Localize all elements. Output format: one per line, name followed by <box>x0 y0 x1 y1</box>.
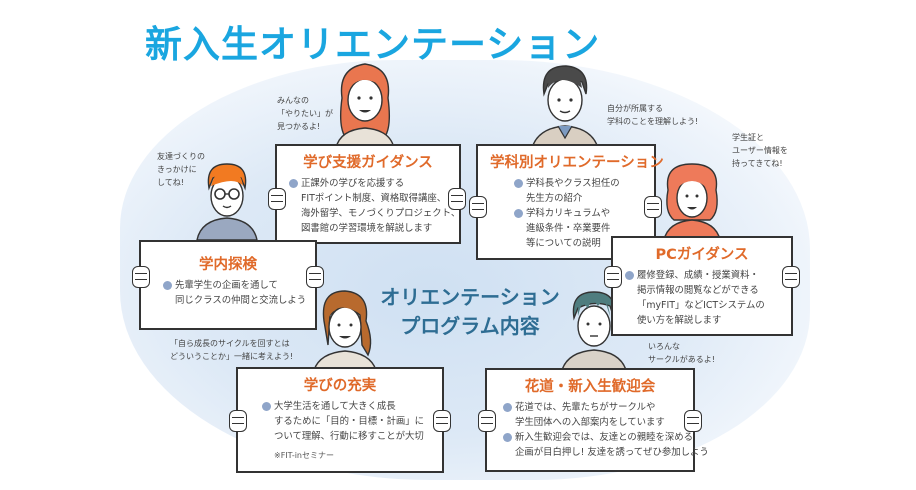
board-item: 先輩学生の企画を通して 同じクラスの仲間と交流しよう <box>163 278 307 308</box>
board-item: 履修登録、成績・授業資料・ 掲示情報の閲覧などができる 「myFIT」などICT… <box>625 268 779 328</box>
bullet-icon <box>289 179 298 188</box>
hand-icon <box>644 196 662 218</box>
bullet-icon <box>514 179 523 188</box>
board-item-text: 大学生活を通して大きく成長 するために「目的・目標・計画」に ついて理解、行動に… <box>274 401 425 442</box>
student-illustration-man-dark-hair <box>530 58 600 148</box>
page-title: 新入生オリエンテーション <box>145 23 601 66</box>
bullet-icon <box>163 281 172 290</box>
bullet-icon <box>262 402 271 411</box>
hand-icon <box>469 196 487 218</box>
board-pc: PCガイダンス 履修登録、成績・授業資料・ 掲示情報の閲覧などができる 「myF… <box>611 236 793 336</box>
program-heading: オリエンテーション プログラム内容 <box>350 283 590 341</box>
board-item: 学科長やクラス担任の 先生方の紹介 <box>514 176 642 206</box>
board-title: 学びの充実 <box>303 378 377 394</box>
hand-icon <box>229 410 247 432</box>
hand-icon <box>478 410 496 432</box>
speech-manabi-juujitsu: 「自ら成長のサイクルを回すとは どういうことか」一緒に考えよう! <box>170 339 294 361</box>
board-item: 新入生歓迎会では、友達との親睦を深める 企画が目白押し! 友達を誘ってぜひ参加し… <box>503 430 709 460</box>
hand-icon <box>448 188 466 210</box>
speech-hanamichi: いろんな サークルがあるよ! <box>648 342 715 364</box>
hand-icon <box>433 410 451 432</box>
speech-gakka-betsu: 自分が所属する 学科のことを理解しよう! <box>607 104 699 126</box>
board-item-text: 正課外の学びを応援する FITポイント制度、資格取得講座、 海外留学、モノづくり… <box>301 178 461 234</box>
student-illustration-woman-curly-hair <box>660 160 724 240</box>
hand-icon <box>782 266 800 288</box>
bullet-icon <box>625 271 634 280</box>
hand-icon <box>306 266 324 288</box>
board-title: 学び支援ガイダンス <box>303 155 433 171</box>
program-heading-line-1: オリエンテーション <box>380 285 560 309</box>
bullet-icon <box>514 209 523 218</box>
bullet-icon <box>503 403 512 412</box>
board-title: 花道・新入生歓迎会 <box>524 379 656 395</box>
bullet-icon <box>503 433 512 442</box>
speech-gakunai: 友達づくりの きっかけに してね! <box>157 152 205 187</box>
board-item: 学科カリキュラムや 進級条件・卒業要件 等についての説明 <box>514 206 642 251</box>
student-illustration-man-glasses <box>195 158 259 240</box>
hand-icon <box>132 266 150 288</box>
board-title: PCガイダンス <box>655 247 749 263</box>
board-manabi-juujitsu: 学びの充実 大学生活を通して大きく成長 するために「目的・目標・計画」に ついて… <box>236 367 444 473</box>
board-item-text: 履修登録、成績・授業資料・ 掲示情報の閲覧などができる 「myFIT」などICT… <box>637 270 765 326</box>
board-item: 正課外の学びを応援する FITポイント制度、資格取得講座、 海外留学、モノづくり… <box>289 176 460 236</box>
board-item-text: 学科カリキュラムや 進級条件・卒業要件 等についての説明 <box>526 208 611 249</box>
student-illustration-woman-orange-hair <box>330 58 400 148</box>
board-gakunai: 学内探検 先輩学生の企画を通して 同じクラスの仲間と交流しよう <box>139 240 317 330</box>
speech-pc: 学生証と ユーザー情報を 持ってきてね! <box>732 133 788 168</box>
board-note: ※FIT-inセミナー <box>274 451 334 460</box>
hand-icon <box>604 266 622 288</box>
student-illustration-woman-ponytail <box>310 285 380 370</box>
board-title: 学内探検 <box>199 257 257 273</box>
board-item-text: 花道では、先輩たちがサークルや 学生団体への入部案内をしています <box>515 402 665 428</box>
speech-manabi-shien: みんなの 「やりたい」が 見つかるよ! <box>277 96 333 131</box>
board-item-text: 先輩学生の企画を通して 同じクラスの仲間と交流しよう <box>175 280 307 306</box>
hand-icon <box>684 410 702 432</box>
board-item: 大学生活を通して大きく成長 するために「目的・目標・計画」に ついて理解、行動に… <box>262 399 430 444</box>
board-manabi-shien: 学び支援ガイダンス 正課外の学びを応援する FITポイント制度、資格取得講座、 … <box>275 144 461 244</box>
student-illustration-man-teal-hair <box>562 286 626 370</box>
hand-icon <box>268 188 286 210</box>
board-item: 花道では、先輩たちがサークルや 学生団体への入部案内をしています <box>503 400 681 430</box>
program-heading-line-2: プログラム内容 <box>400 314 540 338</box>
board-item-text: 新入生歓迎会では、友達との親睦を深める 企画が目白押し! 友達を誘ってぜひ参加し… <box>515 432 709 458</box>
board-hanamichi: 花道・新入生歓迎会 花道では、先輩たちがサークルや 学生団体への入部案内をしてい… <box>485 368 709 472</box>
board-title: 学科別オリエンテーション <box>490 155 664 171</box>
board-item-text: 学科長やクラス担任の 先生方の紹介 <box>526 178 620 204</box>
